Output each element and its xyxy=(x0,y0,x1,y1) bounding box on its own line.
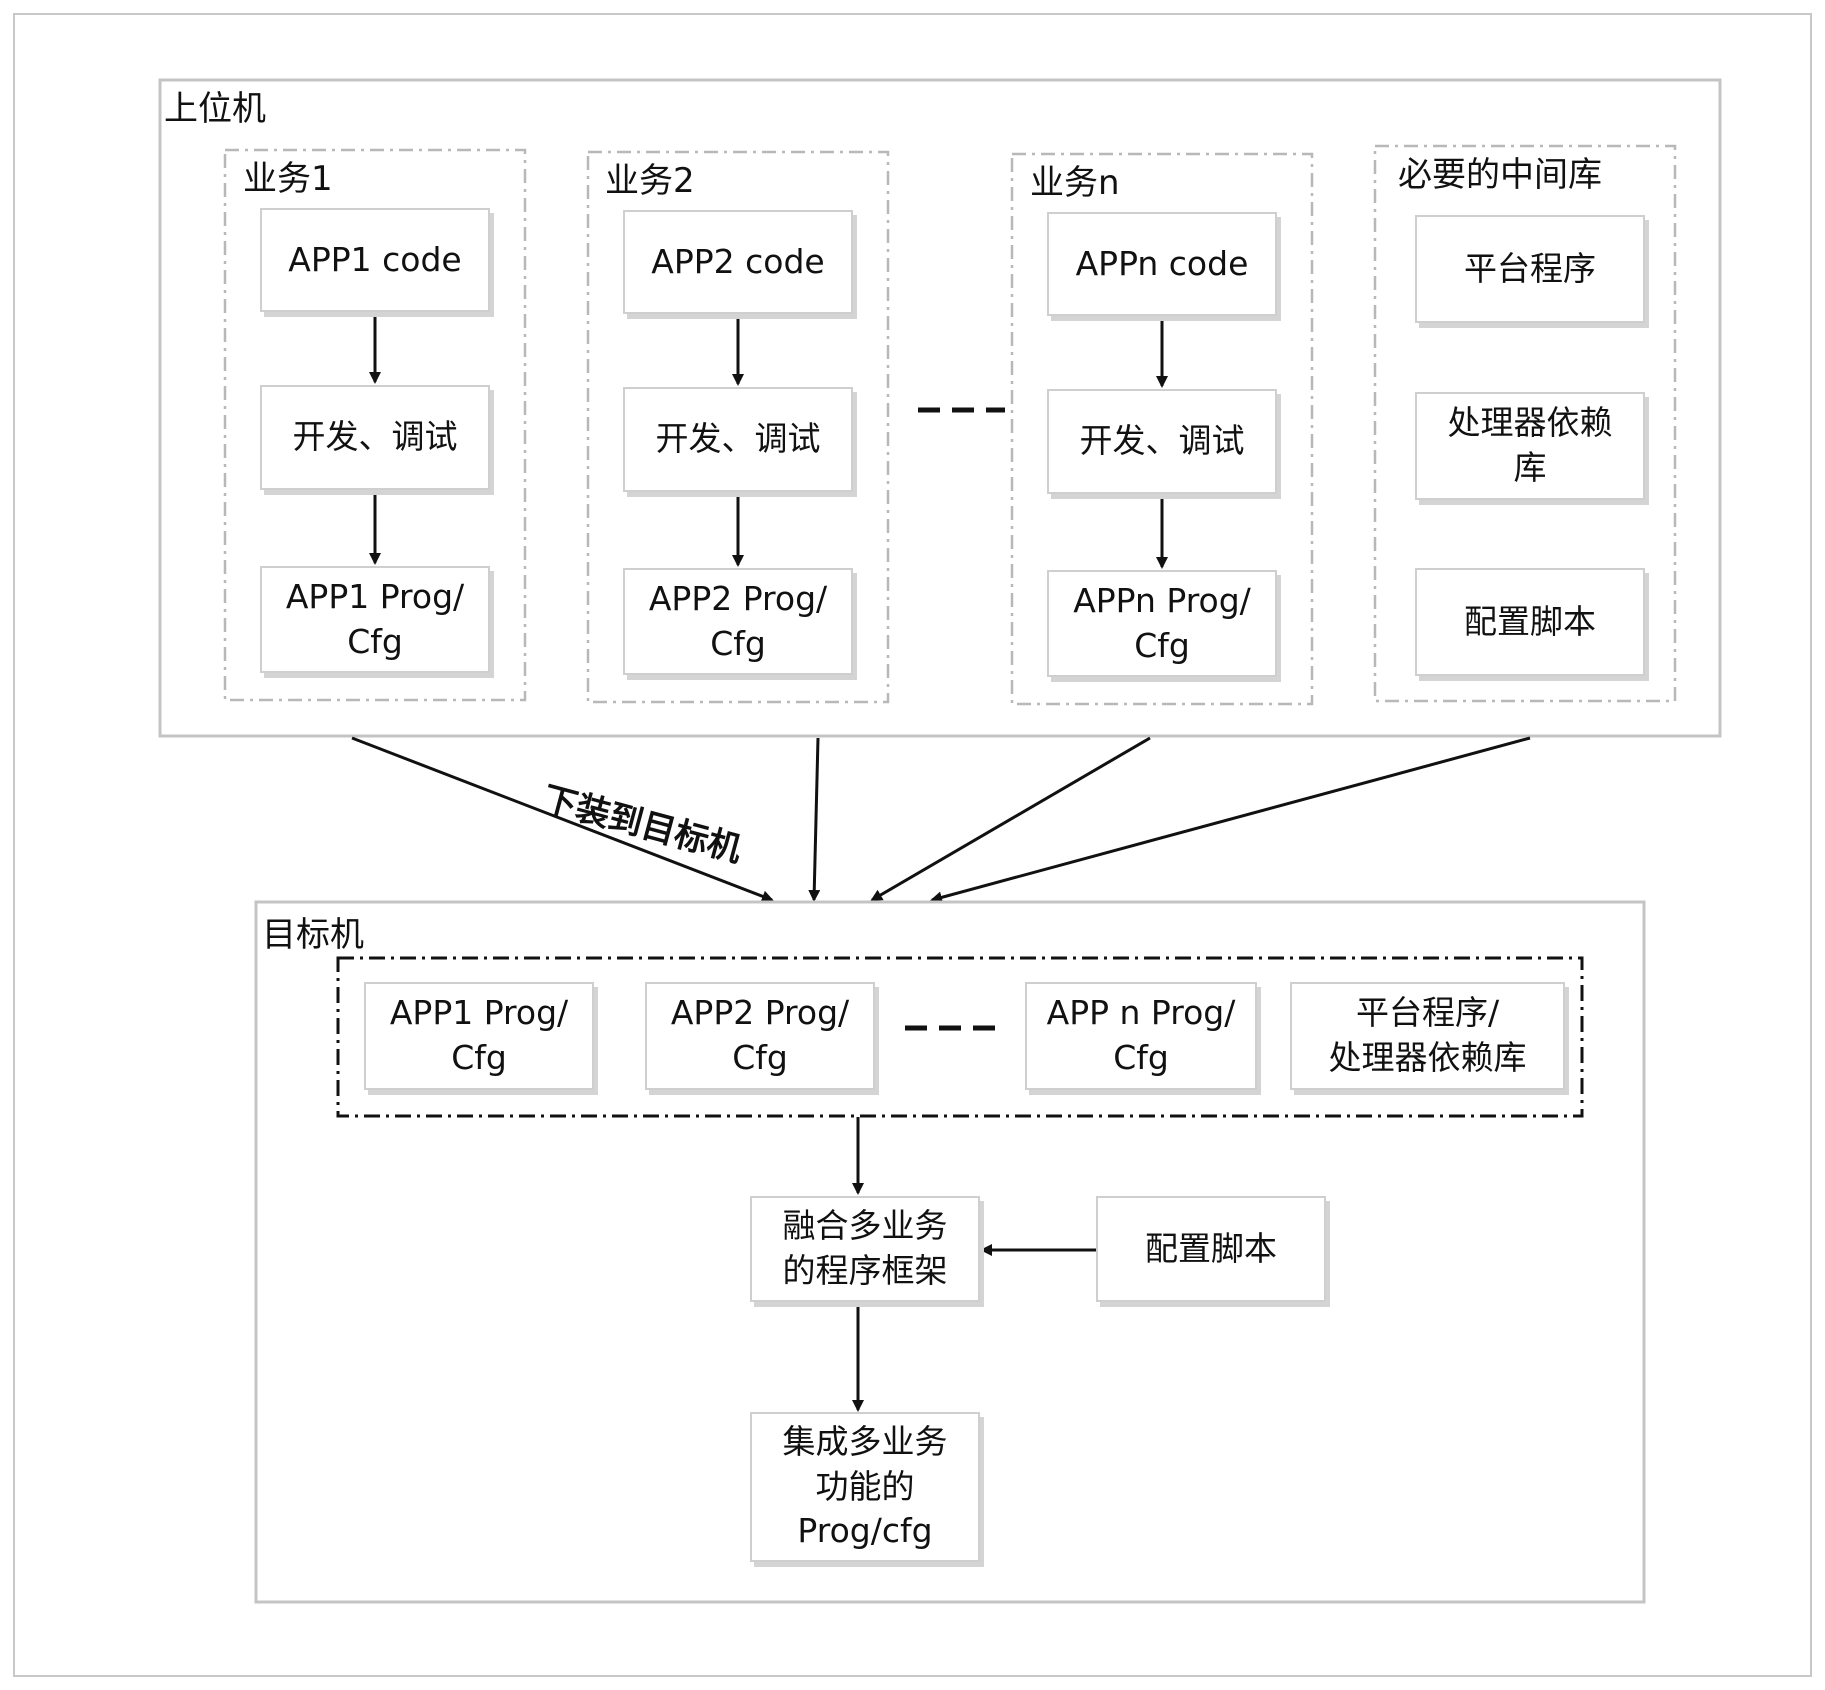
target-config-box: 配置脚本 xyxy=(1096,1196,1326,1302)
libs-title: 必要的中间库 xyxy=(1398,155,1602,195)
libs-frame xyxy=(1373,144,1677,703)
arrow-download-1 xyxy=(351,736,774,902)
target-prog-n-box: APP n Prog/ Cfg xyxy=(1025,982,1257,1090)
group-2-prog-box: APP2 Prog/ Cfg xyxy=(623,568,853,675)
lib-config-box: 配置脚本 xyxy=(1415,568,1645,676)
group-1-prog-box: APP1 Prog/ Cfg xyxy=(260,566,490,673)
target-title: 目标机 xyxy=(262,915,364,955)
arrow-download-4 xyxy=(930,736,1531,904)
page-border xyxy=(13,13,1812,1677)
group-n-dev-box: 开发、调试 xyxy=(1047,389,1277,494)
group-n-prog-box: APPn Prog/ Cfg xyxy=(1047,570,1277,677)
result-box: 集成多业务 功能的 Prog/cfg xyxy=(750,1412,980,1562)
target-frame xyxy=(254,900,1646,1604)
group-2-code-box: APP2 code xyxy=(623,210,853,314)
arrow-download-2 xyxy=(808,737,821,902)
target-prog-2-box: APP2 Prog/ Cfg xyxy=(645,982,875,1090)
group-2-dev-box: 开发、调试 xyxy=(623,387,853,492)
host-frame xyxy=(158,78,1722,738)
group-1-title: 业务1 xyxy=(243,159,333,199)
group-1-code-box: APP1 code xyxy=(260,208,490,312)
target-progs-frame xyxy=(336,956,1584,1118)
group-n-code-box: APPn code xyxy=(1047,212,1277,316)
target-platform-box: 平台程序/ 处理器依赖库 xyxy=(1290,982,1565,1090)
group-2-title: 业务2 xyxy=(605,161,695,201)
framework-box: 融合多业务 的程序框架 xyxy=(750,1196,980,1302)
lib-processor-box: 处理器依赖 库 xyxy=(1415,392,1645,500)
group-1-dev-box: 开发、调试 xyxy=(260,385,490,490)
group-2-frame xyxy=(586,150,890,704)
target-prog-1-box: APP1 Prog/ Cfg xyxy=(364,982,594,1090)
arrow-download-3 xyxy=(870,736,1151,902)
group-n-title: 业务n xyxy=(1030,163,1120,203)
host-title: 上位机 xyxy=(164,89,266,129)
lib-platform-box: 平台程序 xyxy=(1415,215,1645,323)
group-n-frame xyxy=(1010,152,1314,706)
group-1-frame xyxy=(223,148,527,702)
